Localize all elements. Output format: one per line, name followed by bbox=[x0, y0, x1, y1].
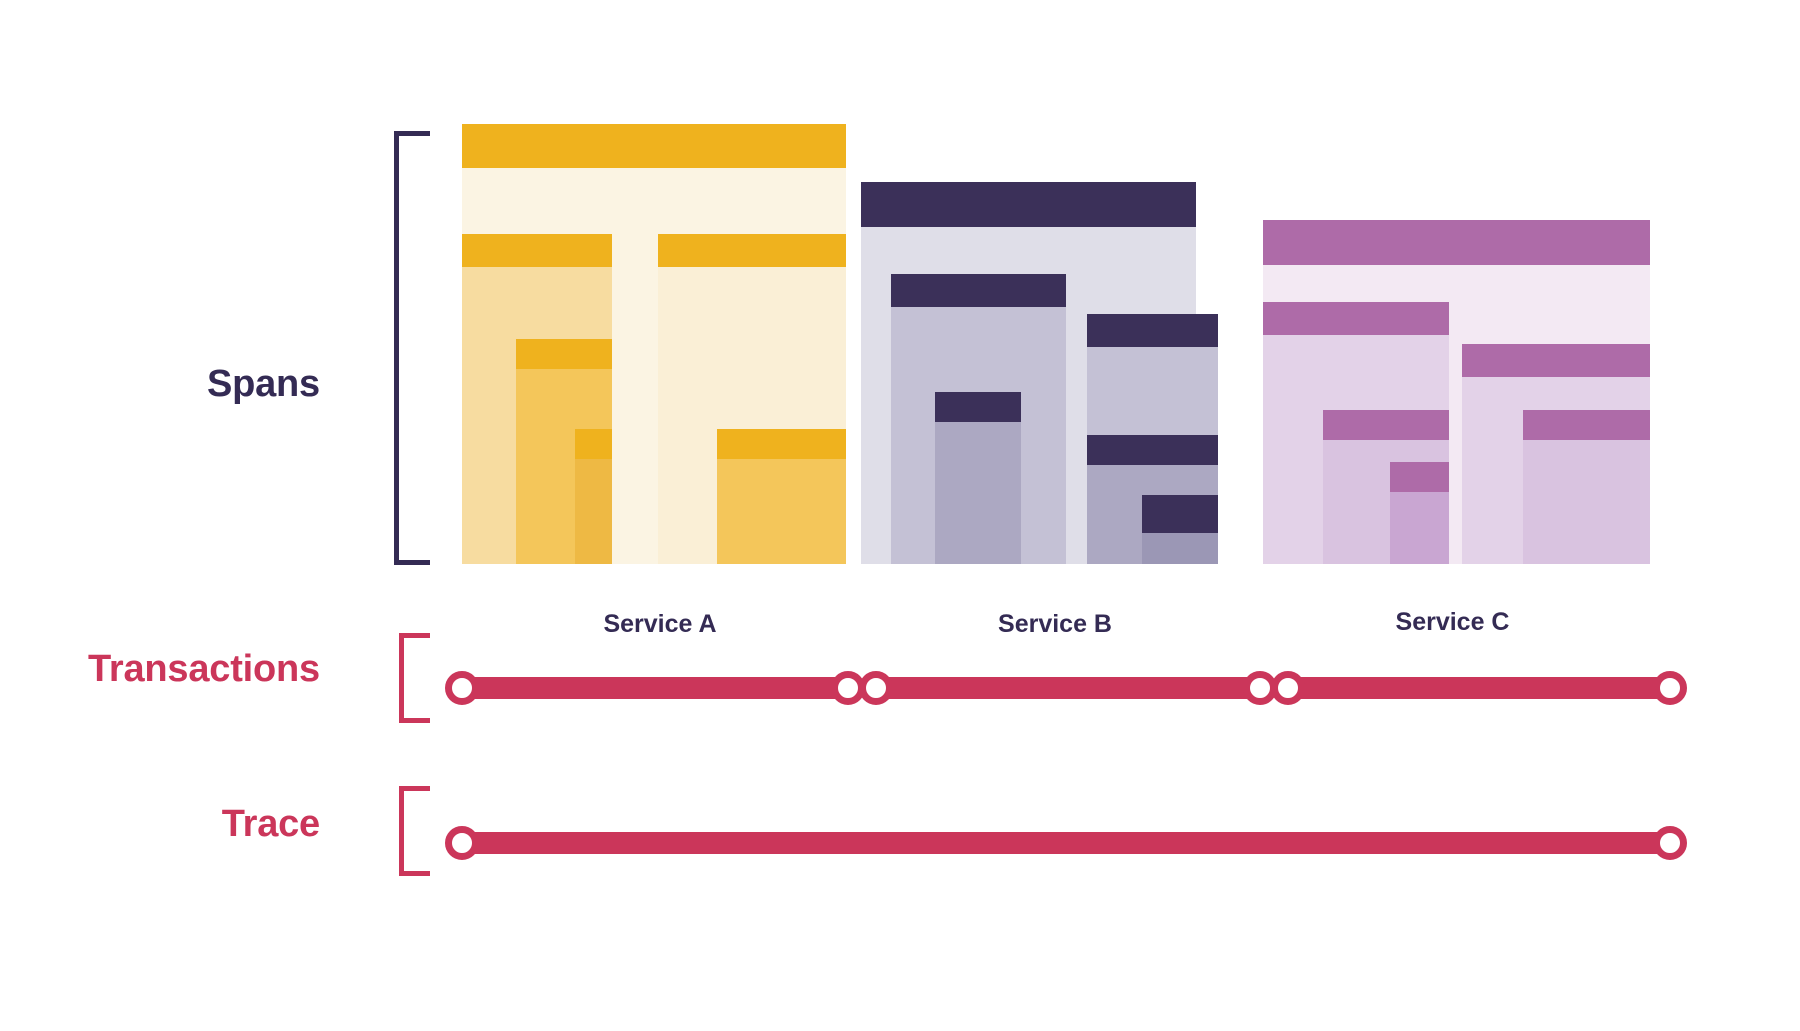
span-header bbox=[717, 429, 846, 459]
span-header bbox=[462, 234, 612, 267]
service-label-b: Service B bbox=[998, 610, 1112, 638]
span-header bbox=[575, 429, 612, 459]
trace-row-label: Trace bbox=[221, 803, 321, 845]
service-group-service-b bbox=[861, 0, 1240, 564]
span-header bbox=[516, 339, 612, 369]
transaction-service-c-line bbox=[1288, 677, 1670, 699]
transaction-service-b-start-node[interactable] bbox=[859, 671, 893, 705]
spans-area bbox=[462, 0, 1650, 564]
span-header bbox=[1390, 462, 1449, 492]
trace-span-start-node[interactable] bbox=[445, 826, 479, 860]
span-header bbox=[1087, 435, 1218, 465]
transactions-bracket bbox=[399, 633, 430, 723]
span-header bbox=[1087, 314, 1218, 347]
span-header bbox=[1263, 302, 1449, 335]
spans-bracket bbox=[394, 131, 430, 565]
trace-span-end-node[interactable] bbox=[1653, 826, 1687, 860]
span-header bbox=[1263, 220, 1650, 265]
service-label-c: Service C bbox=[1395, 608, 1510, 636]
service-group-service-a bbox=[462, 0, 846, 564]
transaction-service-a-line bbox=[462, 677, 848, 699]
span-header bbox=[462, 124, 846, 168]
spans-row-label: Spans bbox=[206, 363, 320, 405]
span-header bbox=[658, 234, 846, 267]
span-header bbox=[935, 392, 1021, 422]
span-header bbox=[1462, 344, 1650, 377]
span-header bbox=[861, 182, 1196, 227]
transaction-service-a-start-node[interactable] bbox=[445, 671, 479, 705]
trace-bracket bbox=[399, 786, 430, 876]
transaction-service-b-line bbox=[876, 677, 1260, 699]
service-group-service-c bbox=[1263, 0, 1650, 564]
span-header bbox=[1323, 410, 1449, 440]
service-label-a: Service A bbox=[603, 610, 717, 638]
transaction-service-c-start-node[interactable] bbox=[1271, 671, 1305, 705]
span-header bbox=[891, 274, 1066, 307]
trace-span-line bbox=[462, 832, 1670, 854]
span-header bbox=[1142, 495, 1218, 533]
transaction-service-c-end-node[interactable] bbox=[1653, 671, 1687, 705]
transactions-row-label: Transactions bbox=[87, 648, 320, 690]
span-header bbox=[1523, 410, 1650, 440]
